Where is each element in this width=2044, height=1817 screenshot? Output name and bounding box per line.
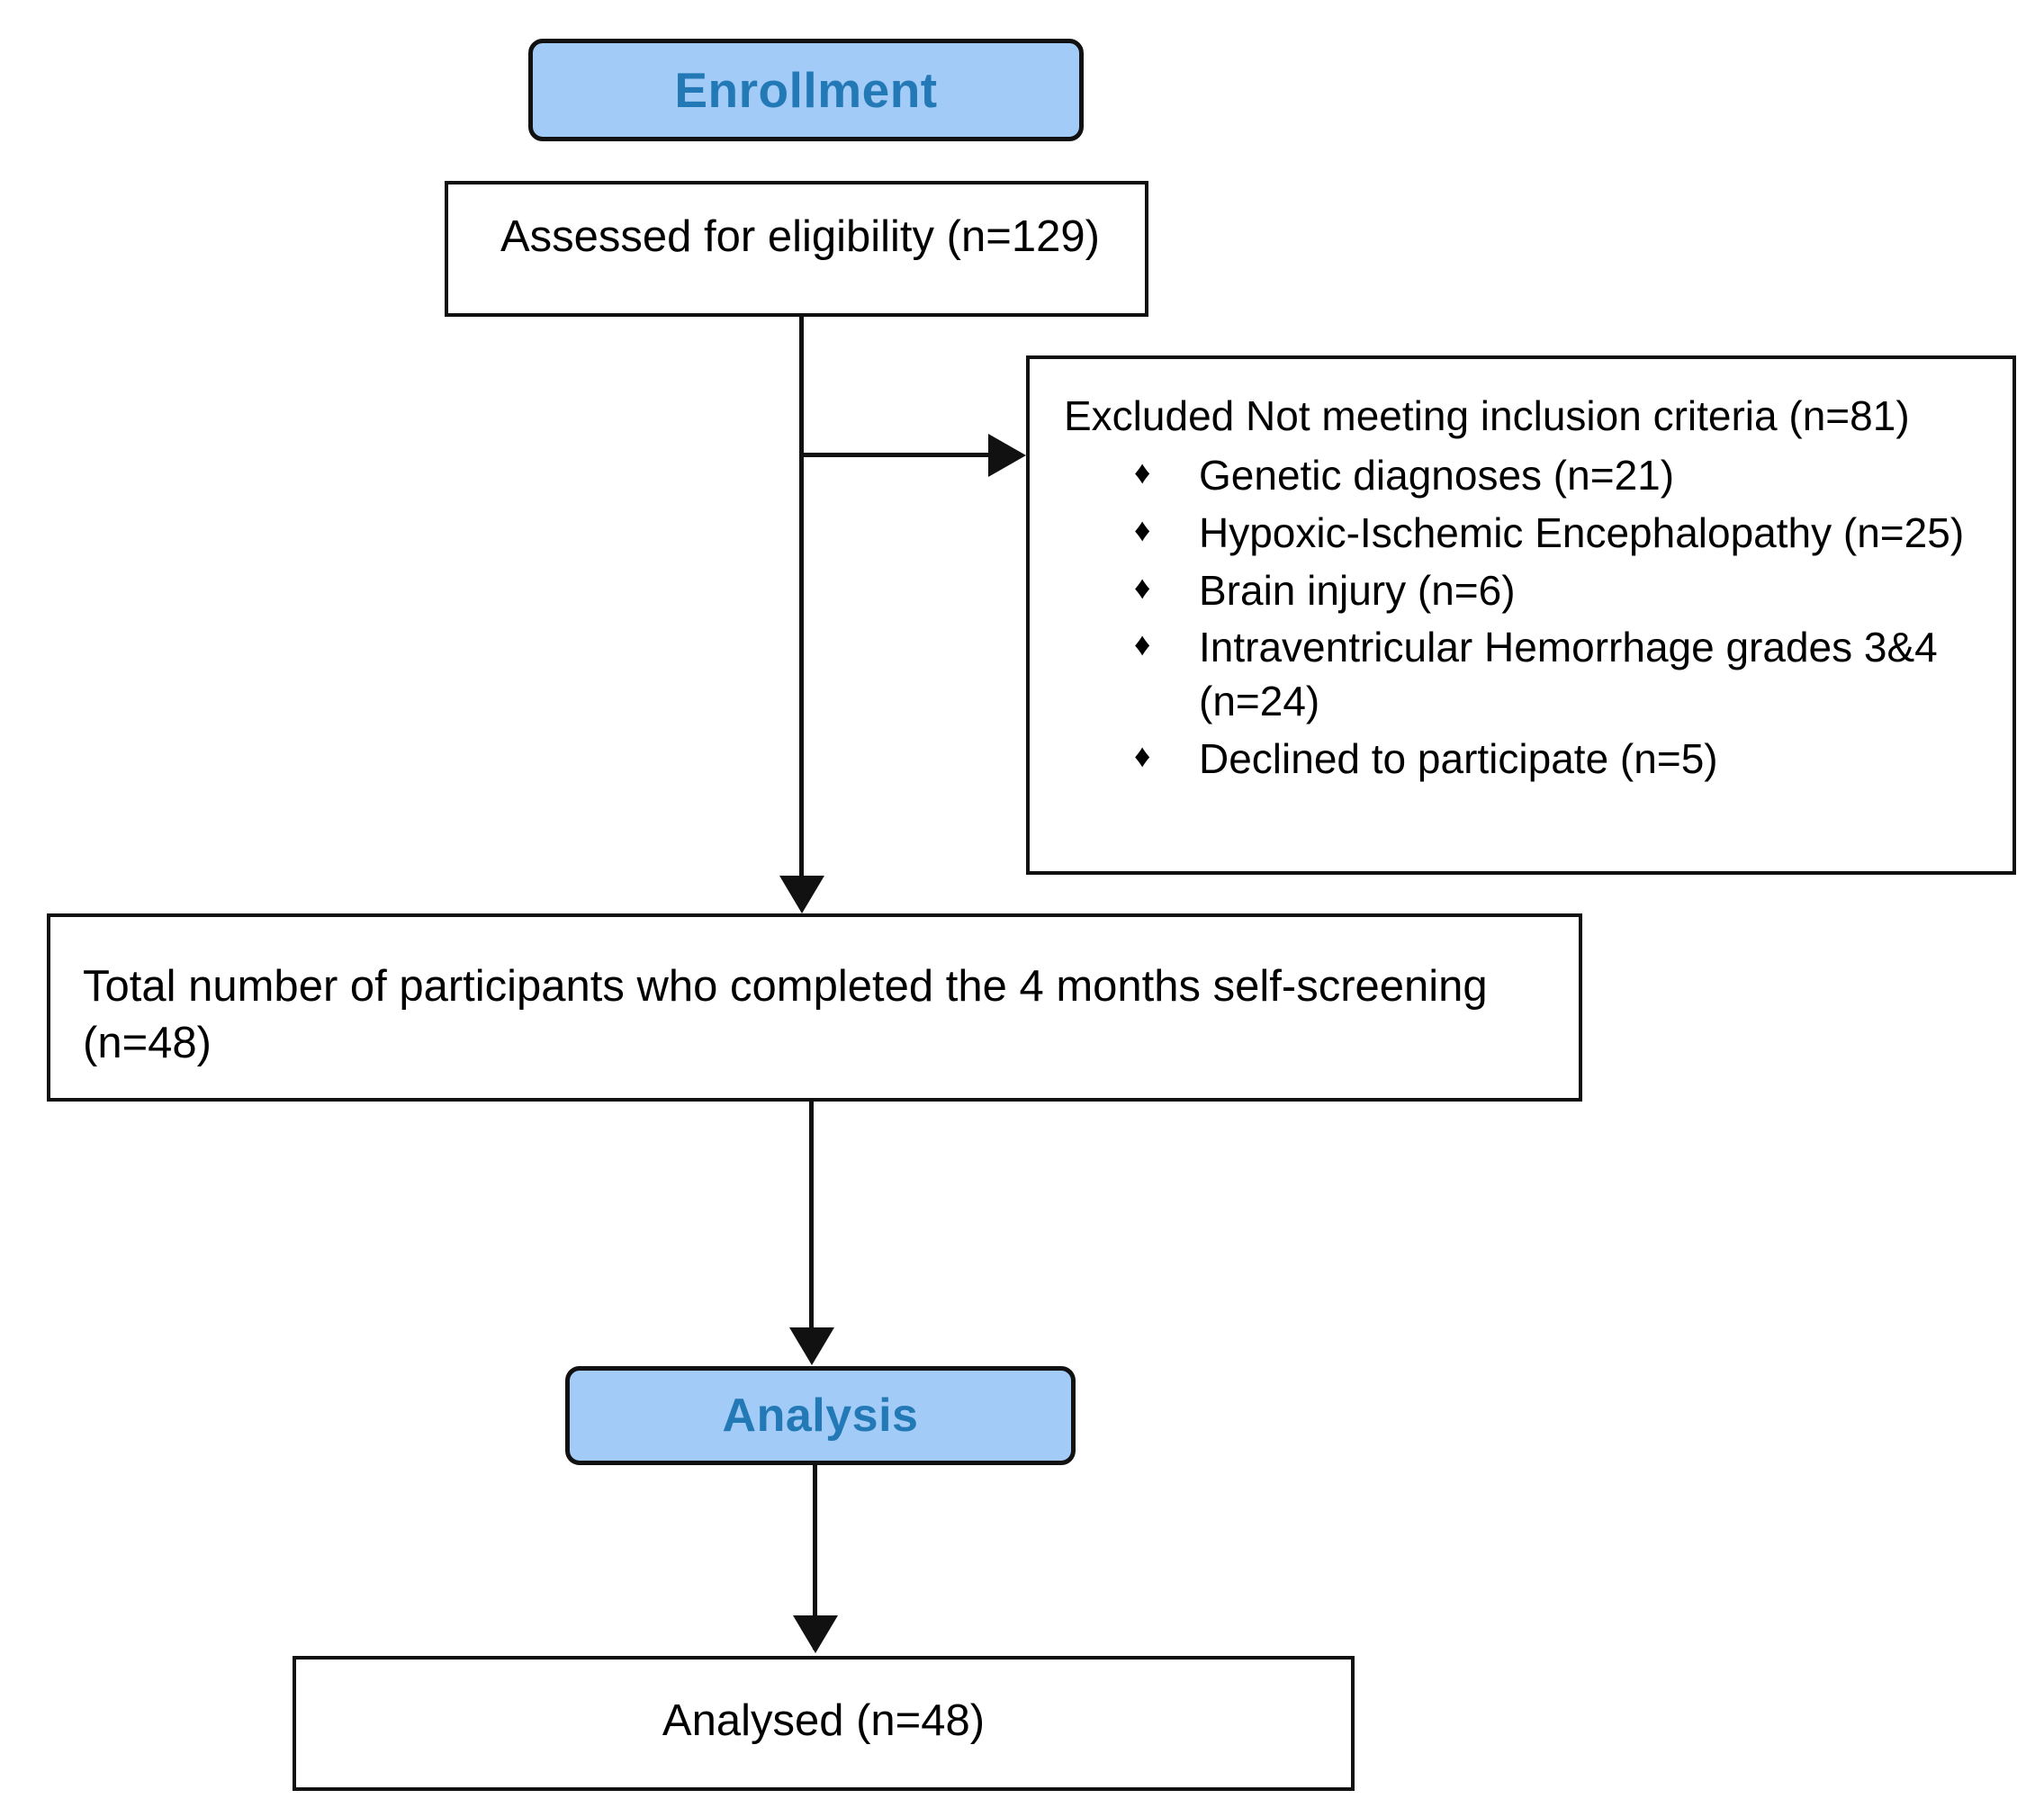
list-item-label: Genetic diagnoses (n=21) [1199,452,1675,499]
diamond-bullet-icon: ♦ [1134,454,1151,490]
connector-assessed-to-excluded-line [799,453,990,457]
excluded-reason-list: ♦ Genetic diagnoses (n=21) ♦ Hypoxic-Isc… [1064,449,1989,787]
connector-total-to-analysis-line [809,1102,814,1331]
diamond-bullet-icon: ♦ [1134,510,1151,548]
list-item: ♦ Declined to participate (n=5) [1134,733,1989,787]
list-item-label: Declined to participate (n=5) [1199,734,1718,782]
connector-total-to-analysis-arrowhead [789,1327,834,1365]
list-item: ♦ Intraventricular Hemorrhage grades 3&4… [1134,621,1989,729]
connector-analysis-to-analysed-line [813,1465,817,1650]
total-completed-text: Total number of participants who complet… [83,962,1488,1067]
list-item: ♦ Genetic diagnoses (n=21) [1134,449,1989,503]
connector-analysis-to-analysed-arrowhead [793,1615,838,1653]
box-excluded-criteria: Excluded Not meeting inclusion criteria … [1026,355,2016,875]
diamond-bullet-icon: ♦ [1134,568,1151,606]
diamond-bullet-icon: ♦ [1134,625,1151,663]
list-item-label: Intraventricular Hemorrhage grades 3&4 (… [1199,624,1938,725]
assessed-for-eligibility-text: Assessed for eligibility (n=129) [500,212,1100,261]
connector-assessed-to-excluded-arrowhead [988,434,1026,477]
connector-assessed-to-total-line [799,317,804,879]
excluded-heading: Excluded Not meeting inclusion criteria … [1064,392,1910,439]
diamond-bullet-icon: ♦ [1134,736,1151,774]
list-item: ♦ Brain injury (n=6) [1134,564,1989,618]
section-banner-analysis: Analysis [565,1366,1076,1465]
list-item-label: Hypoxic-Ischemic Encephalopathy (n=25) [1199,508,1965,556]
connector-assessed-to-total-arrowhead [779,876,824,913]
banner-enrollment-label: Enrollment [674,62,938,118]
banner-analysis-label: Analysis [722,1390,919,1442]
box-analysed: Analysed (n=48) [293,1656,1355,1791]
list-item: ♦ Hypoxic-Ischemic Encephalopathy (n=25) [1134,507,1989,561]
analysed-text: Analysed (n=48) [662,1696,986,1745]
box-assessed-for-eligibility: Assessed for eligibility (n=129) [445,181,1148,317]
section-banner-enrollment: Enrollment [528,39,1084,141]
list-item-label: Brain injury (n=6) [1199,566,1516,614]
box-total-completed: Total number of participants who complet… [47,913,1582,1102]
